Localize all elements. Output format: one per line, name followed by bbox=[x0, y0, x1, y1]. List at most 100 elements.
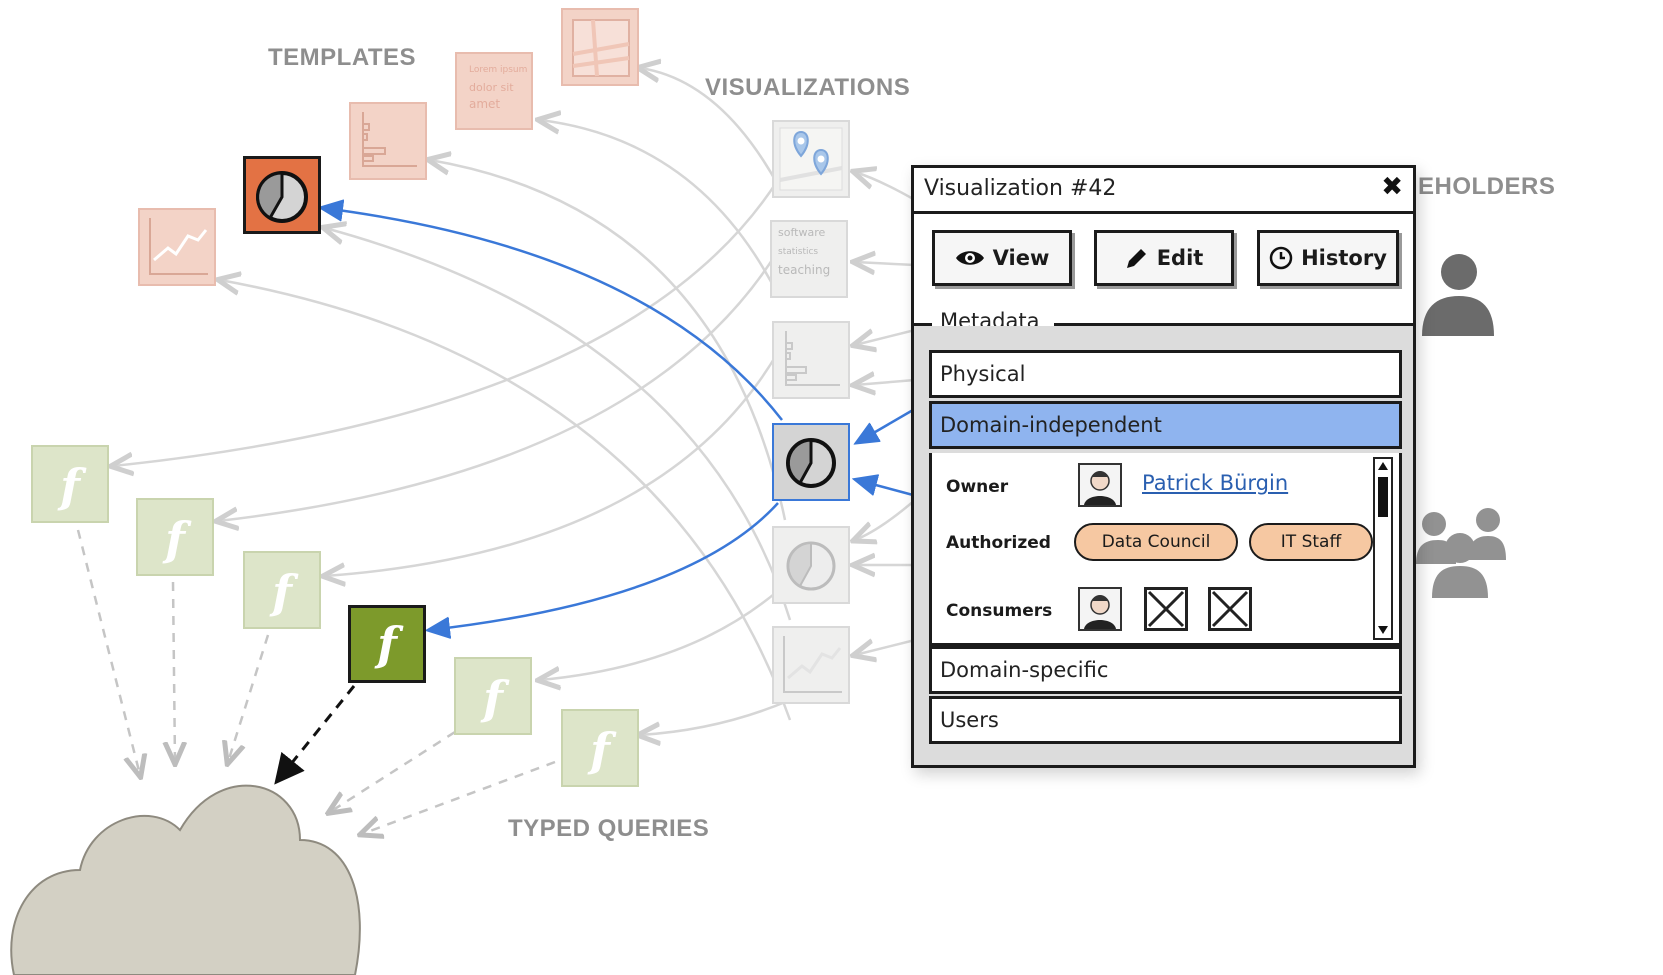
edit-label: Edit bbox=[1156, 246, 1204, 270]
viz-word: software bbox=[778, 226, 826, 239]
viz-map-tile[interactable] bbox=[772, 120, 850, 198]
dashed-link bbox=[330, 730, 456, 812]
viz-pie-tile[interactable] bbox=[772, 526, 850, 604]
history-label: History bbox=[1301, 246, 1387, 270]
viz-bar-tile[interactable] bbox=[772, 321, 850, 399]
edit-button[interactable]: Edit bbox=[1094, 230, 1234, 286]
line-chart-icon bbox=[783, 636, 842, 693]
viz-word: teaching bbox=[778, 263, 831, 277]
lorem-line: Lorem ipsum bbox=[469, 65, 528, 75]
authorized-data-council[interactable]: Data Council bbox=[1074, 523, 1238, 561]
view-label: View bbox=[992, 246, 1050, 270]
template-text-tile[interactable]: Lorem ipsum dolor sit amet bbox=[455, 52, 533, 130]
bar-chart-icon bbox=[362, 112, 417, 167]
map-icon bbox=[572, 19, 630, 77]
divider bbox=[1054, 323, 1413, 326]
function-icon: f bbox=[483, 671, 503, 725]
viz-pie-tile-selected[interactable] bbox=[772, 423, 850, 501]
authorized-it-staff[interactable]: IT Staff bbox=[1249, 523, 1373, 561]
owner-name-link[interactable]: Patrick Bürgin bbox=[1142, 471, 1289, 495]
template-line-tile[interactable] bbox=[138, 208, 216, 286]
lorem-line: amet bbox=[469, 97, 501, 111]
function-icon: f bbox=[590, 723, 610, 777]
typed-queries-label: TYPED QUERIES bbox=[508, 815, 710, 842]
scroll-thumb bbox=[1378, 477, 1388, 517]
template-map-tile[interactable] bbox=[561, 8, 639, 86]
function-icon: f bbox=[60, 459, 80, 513]
person-icon bbox=[1422, 254, 1494, 336]
active-link-query bbox=[430, 502, 779, 630]
curve bbox=[855, 499, 916, 540]
pie-chart-icon bbox=[786, 438, 836, 488]
curve bbox=[640, 698, 791, 735]
authorized-label: Authorized bbox=[946, 533, 1051, 553]
active-link-panel bbox=[858, 408, 914, 442]
curve bbox=[540, 120, 780, 296]
divider bbox=[914, 211, 1413, 214]
active-link-panel bbox=[857, 480, 914, 497]
curve bbox=[218, 229, 792, 521]
viz-line-tile[interactable] bbox=[772, 626, 850, 704]
history-button[interactable]: History bbox=[1257, 230, 1399, 286]
curve bbox=[855, 380, 916, 385]
viz-text-tile[interactable]: software statistics teaching bbox=[770, 220, 848, 298]
function-icon: f bbox=[377, 617, 397, 671]
curve bbox=[325, 228, 792, 621]
line-chart-icon bbox=[149, 218, 208, 275]
function-icon: f bbox=[165, 512, 185, 566]
query-tile[interactable]: f bbox=[561, 709, 639, 787]
view-button[interactable]: View bbox=[932, 230, 1072, 286]
curve bbox=[220, 280, 792, 721]
eye-icon bbox=[955, 251, 984, 265]
function-icon: f bbox=[272, 565, 292, 619]
close-icon[interactable]: ✖ bbox=[1381, 172, 1403, 202]
visualization-panel: Visualization #42 ✖ View Edit History Me… bbox=[911, 165, 1416, 768]
section-users[interactable]: Users bbox=[929, 696, 1402, 744]
bar-chart-icon bbox=[785, 331, 840, 386]
dashed-link-active bbox=[274, 685, 356, 785]
owner-avatar bbox=[1078, 463, 1122, 507]
section-domain-specific[interactable]: Domain-specific bbox=[929, 646, 1402, 694]
scroll-down-arrow bbox=[1378, 626, 1388, 634]
curve bbox=[855, 330, 916, 345]
curve bbox=[640, 68, 780, 186]
panel-title: Visualization #42 bbox=[924, 176, 1117, 201]
query-tile[interactable]: f bbox=[243, 551, 321, 629]
query-tile[interactable]: f bbox=[454, 657, 532, 735]
template-pie-tile-selected[interactable] bbox=[243, 156, 321, 234]
scrollbar[interactable] bbox=[1373, 457, 1393, 640]
visualizations-label: VISUALIZATIONS bbox=[705, 74, 911, 101]
cloud-icon bbox=[10, 784, 361, 975]
pie-chart-icon bbox=[786, 541, 836, 591]
section-domain-independent[interactable]: Domain-independent bbox=[929, 401, 1402, 449]
curve bbox=[855, 262, 916, 265]
dashed-link bbox=[173, 581, 175, 762]
query-tile[interactable]: f bbox=[31, 445, 109, 523]
owner-label: Owner bbox=[946, 477, 1009, 497]
scroll-up-arrow bbox=[1378, 462, 1388, 470]
stakeholders-label: EHOLDERS bbox=[1418, 173, 1556, 200]
dashed-link bbox=[228, 634, 270, 762]
consumer-placeholder-image bbox=[1144, 587, 1188, 631]
map-pin-icon bbox=[779, 127, 843, 191]
group-icon bbox=[1416, 508, 1506, 598]
curve bbox=[113, 159, 792, 466]
curve bbox=[855, 172, 916, 202]
template-bar-tile[interactable] bbox=[349, 102, 427, 180]
domain-independent-content: Owner Patrick Bürgin Authorized Data Cou… bbox=[929, 453, 1402, 646]
dashed-link bbox=[76, 529, 140, 775]
clock-icon bbox=[1269, 246, 1293, 270]
curve bbox=[325, 329, 792, 576]
lorem-line: dolor sit bbox=[469, 81, 514, 94]
section-physical[interactable]: Physical bbox=[929, 350, 1402, 398]
consumers-label: Consumers bbox=[946, 601, 1053, 621]
consumer-placeholder-image bbox=[1208, 587, 1252, 631]
dashed-link bbox=[362, 760, 556, 834]
query-tile-selected[interactable]: f bbox=[348, 605, 426, 683]
curve bbox=[430, 160, 787, 521]
divider bbox=[914, 323, 932, 326]
curve bbox=[540, 579, 791, 680]
active-link-template bbox=[323, 208, 783, 421]
query-tile[interactable]: f bbox=[136, 498, 214, 576]
